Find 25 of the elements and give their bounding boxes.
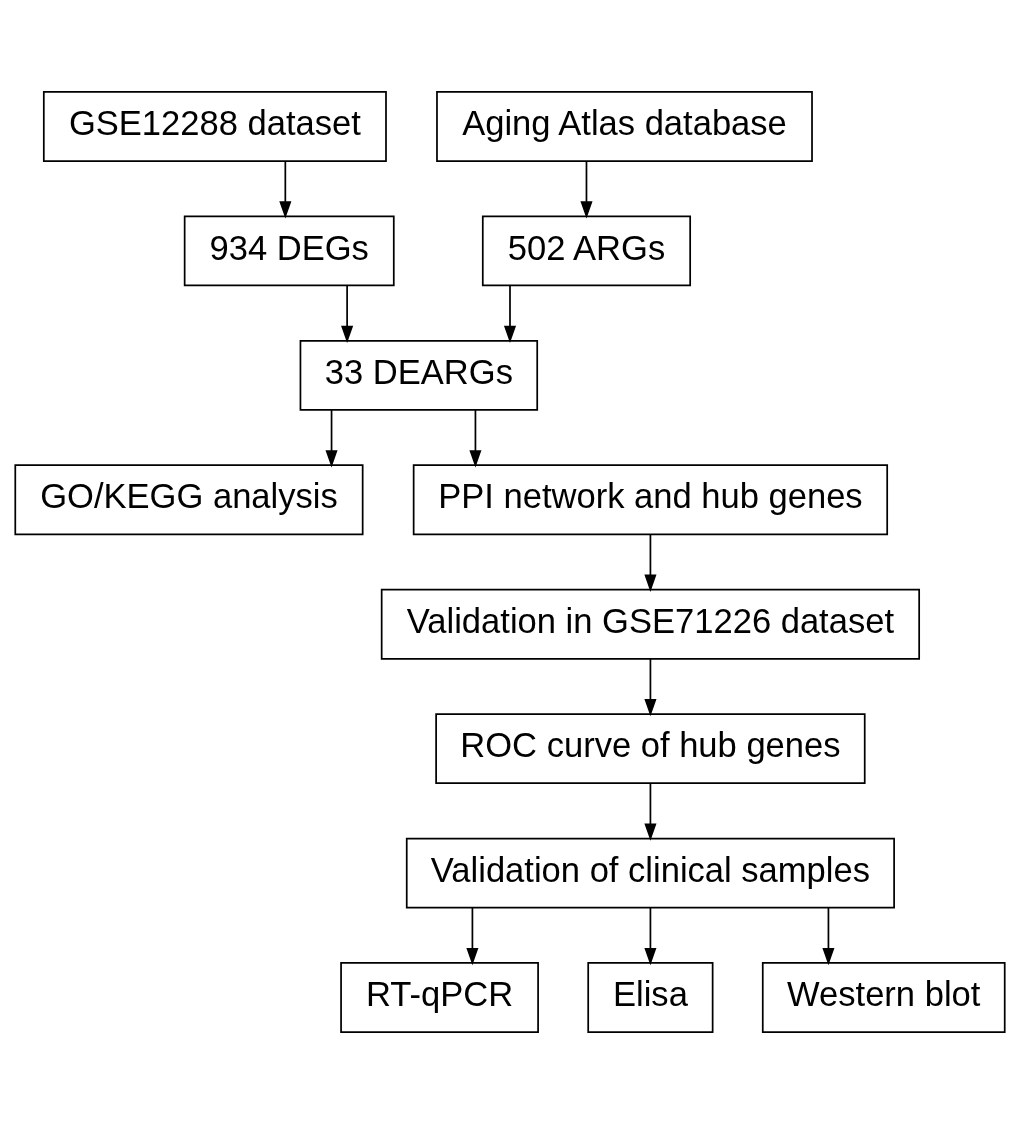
arrow bbox=[580, 159, 593, 219]
node-box: Validation in GSE71226 dataset bbox=[380, 588, 921, 660]
node-box: Validation of clinical samples bbox=[405, 837, 895, 908]
arrow bbox=[644, 906, 657, 965]
arrow bbox=[325, 408, 338, 467]
node-box: 502 ARGs bbox=[481, 215, 692, 286]
arrow bbox=[466, 906, 479, 965]
arrow bbox=[341, 284, 354, 343]
node-box: RT-qPCR bbox=[340, 961, 539, 1033]
node-box: GO/KEGG analysis bbox=[14, 463, 364, 535]
arrow bbox=[644, 657, 657, 716]
node-box: Elisa bbox=[587, 961, 714, 1033]
node-box: 934 DEGs bbox=[183, 215, 395, 286]
node-box: PPI network and hub genes bbox=[412, 463, 889, 535]
arrow bbox=[469, 408, 482, 467]
arrow bbox=[644, 533, 657, 592]
arrow bbox=[822, 906, 835, 965]
node-box: Western blot bbox=[761, 961, 1006, 1033]
node-box: Aging Atlas database bbox=[436, 90, 813, 162]
arrow bbox=[503, 284, 517, 343]
arrow bbox=[279, 159, 292, 219]
node-box: GSE12288 dataset bbox=[42, 90, 387, 162]
node-box: ROC curve of hub genes bbox=[435, 712, 866, 784]
node-box: 33 DEARGs bbox=[299, 339, 539, 411]
arrow bbox=[644, 781, 657, 841]
